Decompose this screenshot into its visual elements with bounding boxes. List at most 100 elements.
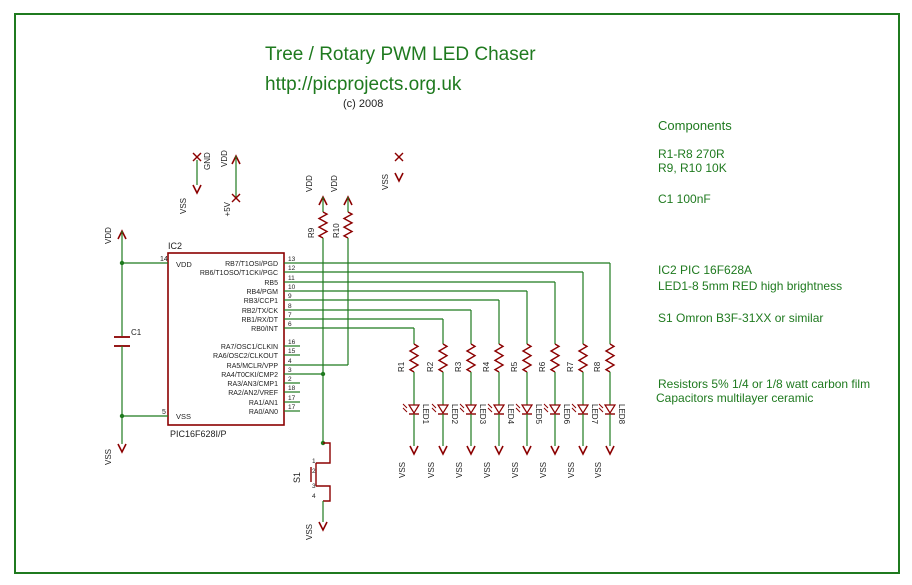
pullup-resistor — [342, 211, 354, 239]
led-emission — [402, 403, 408, 409]
led-emission — [598, 403, 604, 409]
junction-dot — [119, 260, 125, 266]
led-emission — [431, 407, 437, 413]
ic-pin-name: VDD — [176, 260, 192, 269]
vss-label: VSS — [567, 462, 576, 478]
led-symbol — [492, 404, 506, 415]
switch-symbol — [316, 485, 331, 502]
ic-pin-number: 16 — [288, 339, 296, 346]
led-emission — [571, 407, 577, 413]
ic-pin-number: 13 — [288, 256, 296, 263]
ic-pin-number: 9 — [288, 293, 292, 300]
resistor-label: R5 — [510, 361, 519, 372]
ic-pin-name: RA1/AN1 — [249, 400, 278, 407]
led-symbol — [436, 404, 450, 415]
ic-pin-name: RB5 — [264, 280, 278, 287]
resistor-label: R6 — [538, 361, 547, 372]
no-connect-mark — [192, 152, 202, 162]
resistor-label: R1 — [397, 361, 406, 372]
led-label: LED2 — [450, 404, 459, 425]
ic-pin-name: VSS — [176, 412, 191, 421]
vss-label: VSS — [511, 462, 520, 478]
ic-pin-number: 6 — [288, 321, 292, 328]
ic-pin-number: 3 — [288, 367, 292, 374]
vss-symbol — [494, 445, 504, 456]
vss-label: VSS — [594, 462, 603, 478]
ic-pin-name: RA6/OSC2/CLKOUT — [213, 353, 279, 360]
ic-pin-number: 5 — [162, 409, 166, 416]
led-emission — [431, 403, 437, 409]
vss-label: VSS — [104, 449, 113, 465]
led-label: LED7 — [590, 404, 599, 425]
ic-pin-number: 17 — [288, 404, 296, 411]
led-resistor — [521, 343, 533, 373]
led-symbol — [548, 404, 562, 415]
switch-pin-number: 3 — [312, 483, 316, 490]
pullup-label: R9 — [307, 227, 316, 238]
switch-pin-number: 2 — [312, 468, 316, 475]
led-resistor — [408, 343, 420, 373]
vdd-label: VDD — [104, 227, 113, 244]
vss-symbol — [578, 445, 588, 456]
component-line-resistors: Resistors 5% 1/4 or 1/8 watt carbon film — [658, 377, 871, 391]
project-url[interactable]: http://picprojects.org.uk — [265, 74, 462, 95]
ic-pin-number: 11 — [288, 275, 295, 282]
ic-pin-name: RB1/RX/DT — [241, 317, 278, 324]
ic-pin-number: 15 — [288, 348, 296, 355]
vdd-label: VDD — [330, 175, 339, 192]
components-heading: Components — [658, 118, 732, 133]
vss-label: VSS — [305, 524, 314, 540]
led-symbol — [464, 404, 478, 415]
vss-label: VSS — [398, 462, 407, 478]
vss-label: VSS — [455, 462, 464, 478]
vss-symbol — [409, 445, 419, 456]
led-emission — [487, 407, 493, 413]
vss-symbol — [318, 521, 328, 532]
led-resistor — [493, 343, 505, 373]
ic-pin-name: RB2/TX/CK — [242, 308, 279, 315]
led-label: LED8 — [617, 404, 626, 425]
resistor-label: R8 — [593, 361, 602, 372]
ic-part-number: PIC16F628I/P — [170, 429, 227, 439]
vss-label: VSS — [381, 174, 390, 190]
led-symbol — [520, 404, 534, 415]
led-label: LED3 — [478, 404, 487, 425]
component-line-ic2: IC2 PIC 16F628A — [658, 263, 753, 277]
junction-dot — [119, 413, 125, 419]
frame-border — [14, 13, 900, 574]
vss-label: VSS — [483, 462, 492, 478]
vss-symbol — [117, 443, 127, 454]
vss-label: VSS — [539, 462, 548, 478]
ic-pin-name: RB4/PGM — [246, 289, 278, 296]
led-resistor — [549, 343, 561, 373]
component-line-r9-r10: R9, R10 10K — [658, 161, 727, 175]
no-connect-mark — [394, 152, 404, 162]
led-resistor — [465, 343, 477, 373]
led-symbol — [576, 404, 590, 415]
ic-pin-name: RA5/MCLR/VPP — [227, 363, 279, 370]
ic-pin-name: RA7/OSC1/CLKIN — [221, 344, 278, 351]
vdd-label: VDD — [220, 150, 229, 167]
led-resistor — [437, 343, 449, 373]
resistor-label: R4 — [482, 361, 491, 372]
led-emission — [598, 407, 604, 413]
switch-pin-number: 4 — [312, 493, 316, 500]
led-label: LED1 — [421, 404, 430, 425]
ic-pin-name: RA4/T0CKI/CMP2 — [221, 372, 278, 379]
led-resistor — [604, 343, 616, 373]
led-symbol — [603, 404, 617, 415]
ic-pin-name: RA0/AN0 — [249, 409, 278, 416]
copyright-text: (c) 2008 — [343, 98, 384, 110]
led-label: LED4 — [506, 404, 515, 425]
led-emission — [459, 403, 465, 409]
vss-label: VSS — [427, 462, 436, 478]
ic-pin-number: 7 — [288, 312, 292, 319]
led-emission — [402, 407, 408, 413]
vss-symbol — [550, 445, 560, 456]
plus5v-label: +5V — [223, 201, 232, 216]
led-emission — [571, 403, 577, 409]
ic-pin-number: 12 — [288, 265, 296, 272]
switch-label: S1 — [292, 472, 302, 483]
ic-pin-name: RB3/CCP1 — [244, 298, 278, 305]
